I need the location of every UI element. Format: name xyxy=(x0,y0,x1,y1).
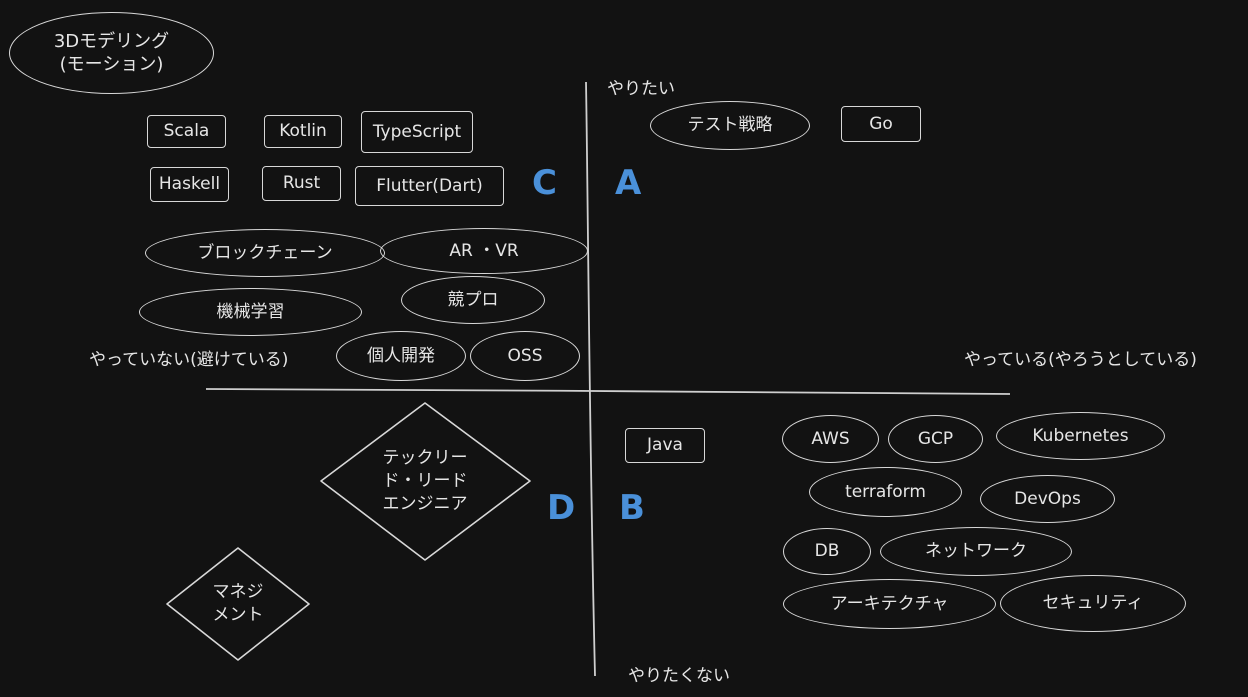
node-db[interactable]: DB xyxy=(783,528,871,575)
axis-label-doing: やっている(やろうとしている) xyxy=(964,350,1197,370)
node-go[interactable]: Go xyxy=(841,106,921,142)
node-kyopro[interactable]: 競プロ xyxy=(401,276,545,324)
axis-label-dont-want: やりたくない xyxy=(628,666,730,686)
node-aws[interactable]: AWS xyxy=(782,415,879,463)
node-typescript[interactable]: TypeScript xyxy=(361,111,473,153)
quadrant-label-b: B xyxy=(619,488,645,528)
node-machine-learning[interactable]: 機械学習 xyxy=(139,288,362,336)
node-devops[interactable]: DevOps xyxy=(980,475,1115,523)
axis-label-want: やりたい xyxy=(607,79,675,99)
quadrant-label-d: D xyxy=(547,488,576,528)
node-haskell[interactable]: Haskell xyxy=(150,167,229,202)
node-flutter[interactable]: Flutter(Dart) xyxy=(355,166,504,206)
node-gcp[interactable]: GCP xyxy=(888,415,983,463)
axis-label-not-doing: やっていない(避けている) xyxy=(89,350,289,370)
node-test-strategy[interactable]: テスト戦略 xyxy=(650,101,810,150)
node-ar-vr[interactable]: AR ・VR xyxy=(380,228,588,274)
node-kotlin[interactable]: Kotlin xyxy=(264,115,342,148)
node-terraform[interactable]: terraform xyxy=(809,467,962,517)
vertical-axis xyxy=(585,81,596,677)
quadrant-label-c: C xyxy=(532,163,557,203)
node-3d-modeling[interactable]: 3Dモデリング (モーション) xyxy=(9,12,214,94)
node-architecture[interactable]: アーキテクチャ xyxy=(783,579,996,629)
node-techlead[interactable]: テックリー ド・リード エンジニア xyxy=(382,447,468,514)
management-diamond-shape xyxy=(166,547,310,661)
node-rust[interactable]: Rust xyxy=(262,166,341,201)
node-network[interactable]: ネットワーク xyxy=(880,527,1072,576)
node-oss[interactable]: OSS xyxy=(470,331,580,381)
node-personal-dev[interactable]: 個人開発 xyxy=(336,331,466,381)
horizontal-axis xyxy=(205,388,1011,395)
node-java[interactable]: Java xyxy=(625,428,705,463)
node-blockchain[interactable]: ブロックチェーン xyxy=(145,229,385,277)
node-management[interactable]: マネジ メント xyxy=(212,582,264,625)
node-scala[interactable]: Scala xyxy=(147,115,226,148)
node-security[interactable]: セキュリティ xyxy=(1000,575,1186,632)
node-kubernetes[interactable]: Kubernetes xyxy=(996,412,1165,460)
quadrant-label-a: A xyxy=(615,163,642,203)
techlead-diamond-shape xyxy=(320,402,531,561)
